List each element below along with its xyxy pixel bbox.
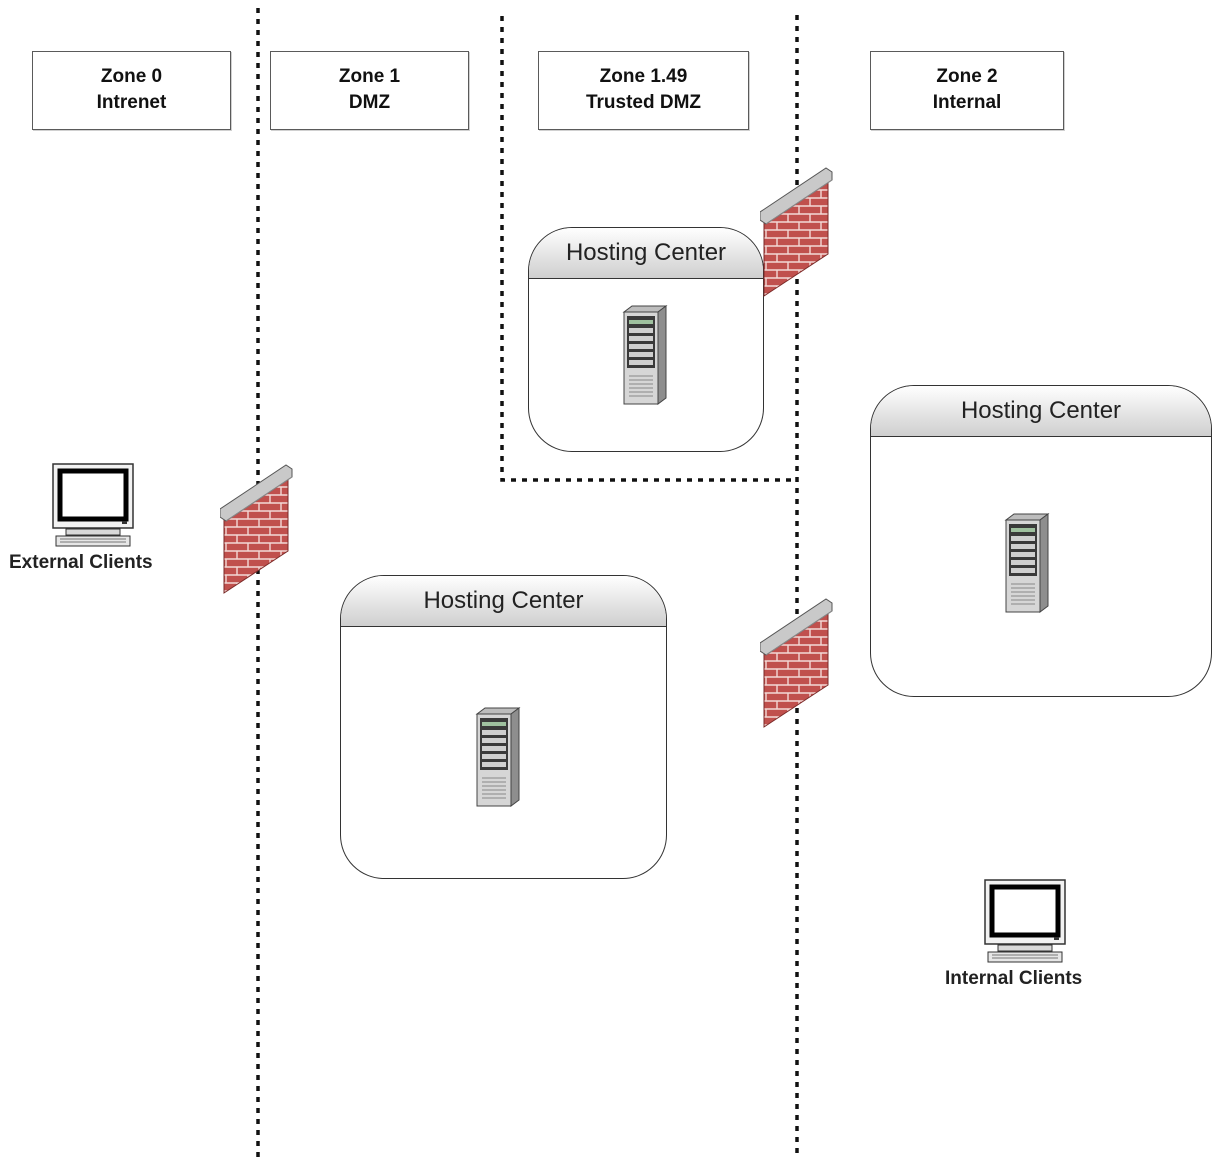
firewall-icon[interactable] — [760, 597, 834, 731]
zone-2-title: Zone 2 — [936, 66, 998, 87]
hosting-center-internal[interactable]: Hosting Center — [870, 385, 1212, 697]
server-icon[interactable] — [473, 706, 521, 808]
zone-0-subtitle: Intrenet — [96, 92, 167, 113]
zone-1-label: Zone 1 DMZ — [270, 51, 469, 130]
computer-icon[interactable] — [52, 463, 136, 549]
server-icon[interactable] — [1002, 512, 1050, 614]
zone-149-subtitle: Trusted DMZ — [585, 92, 702, 113]
computer-icon[interactable] — [984, 879, 1068, 965]
internal-clients-label: Internal Clients — [945, 968, 1083, 989]
zone-2-subtitle: Internal — [932, 92, 1002, 113]
server-icon[interactable] — [620, 304, 668, 406]
zone-1-title: Zone 1 — [338, 66, 401, 87]
boundary-trusted-dmz — [500, 16, 797, 482]
firewall-icon[interactable] — [760, 166, 834, 300]
zone-0-label: Zone 0 Intrenet — [32, 51, 231, 130]
zone-149-title: Zone 1.49 — [599, 66, 688, 87]
external-clients-label: External Clients — [9, 552, 153, 573]
hosting-center-title: Hosting Center — [341, 576, 666, 627]
zone-0-title: Zone 0 — [100, 66, 163, 87]
zone-2-label: Zone 2 Internal — [870, 51, 1064, 130]
firewall-icon[interactable] — [220, 463, 294, 597]
hosting-center-title: Hosting Center — [871, 386, 1211, 437]
zone-1-subtitle: DMZ — [348, 92, 391, 113]
zone-149-label: Zone 1.49 Trusted DMZ — [538, 51, 749, 130]
hosting-center-title: Hosting Center — [529, 228, 763, 279]
